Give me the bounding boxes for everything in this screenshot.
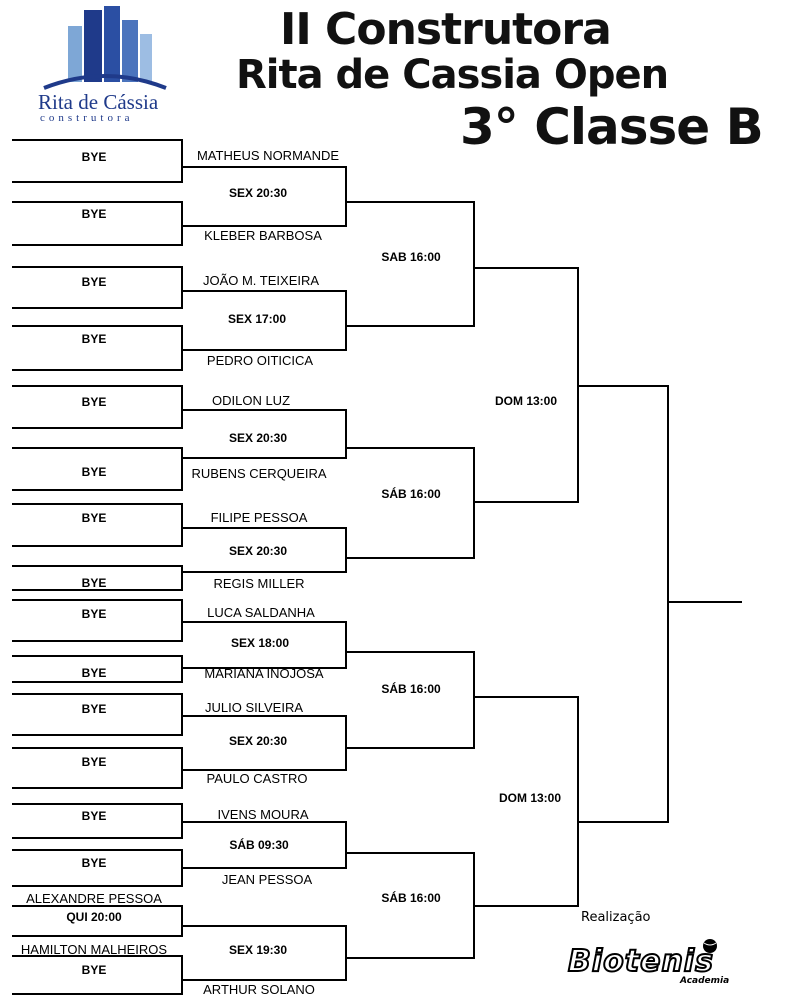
bye-label: BYE bbox=[81, 332, 107, 346]
match-time: SÁB 09:30 bbox=[229, 838, 289, 852]
title-line-3: 3° Classe B bbox=[460, 98, 764, 156]
bye-label: BYE bbox=[81, 963, 107, 977]
player-name: JOÃO M. TEIXEIRA bbox=[202, 273, 320, 288]
logo-subtitle: construtora bbox=[40, 112, 134, 124]
match-time: SEX 20:30 bbox=[228, 186, 288, 200]
title-line-2: Rita de Cassia Open bbox=[236, 52, 669, 98]
match-time: SEX 20:30 bbox=[228, 431, 288, 445]
player-name: MARIANA INOJOSA bbox=[204, 666, 324, 681]
bye-label: BYE bbox=[81, 576, 107, 590]
match-time: SÁB 16:00 bbox=[381, 487, 441, 501]
player-name: LUCA SALDANHA bbox=[207, 605, 315, 620]
match-time: SAB 16:00 bbox=[381, 250, 441, 264]
player-name: HAMILTON MALHEIROS bbox=[20, 942, 168, 957]
sponsor-label: Realização bbox=[581, 910, 651, 925]
player-name: MATHEUS NORMANDE bbox=[196, 148, 340, 163]
player-name: JEAN PESSOA bbox=[221, 872, 313, 887]
buildings-icon bbox=[43, 6, 167, 90]
bye-label: BYE bbox=[81, 666, 107, 680]
bye-label: BYE bbox=[81, 702, 107, 716]
player-name: REGIS MILLER bbox=[213, 576, 305, 591]
bye-label: BYE bbox=[81, 150, 107, 164]
player-name: PAULO CASTRO bbox=[206, 771, 308, 786]
player-name: ODILON LUZ bbox=[211, 393, 291, 408]
player-name: RUBENS CERQUEIRA bbox=[191, 466, 327, 481]
sponsor-subtitle: Academia bbox=[680, 976, 730, 986]
sponsor-name: Biotenis bbox=[567, 943, 714, 980]
match-time: SEX 20:30 bbox=[228, 734, 288, 748]
match-time: SÁB 16:00 bbox=[381, 682, 441, 696]
match-time: SÁB 16:00 bbox=[381, 891, 441, 905]
bye-label: BYE bbox=[81, 755, 107, 769]
bye-label: BYE bbox=[81, 856, 107, 870]
bye-label: BYE bbox=[81, 607, 107, 621]
bye-label: BYE bbox=[81, 809, 107, 823]
bye-label: BYE bbox=[81, 511, 107, 525]
title-line-1: II Construtora bbox=[280, 4, 612, 55]
bye-label: BYE bbox=[81, 207, 107, 221]
match-time: SEX 20:30 bbox=[228, 544, 288, 558]
match-time: QUI 20:00 bbox=[66, 910, 122, 924]
match-time: SEX 19:30 bbox=[228, 943, 288, 957]
player-name: ARTHUR SOLANO bbox=[203, 982, 315, 997]
bye-label: BYE bbox=[81, 275, 107, 289]
player-name: IVENS MOURA bbox=[217, 807, 309, 822]
player-name: FILIPE PESSOA bbox=[210, 510, 308, 525]
match-time: SEX 18:00 bbox=[230, 636, 290, 650]
tennis-ball-icon bbox=[703, 939, 717, 953]
match-time: DOM 13:00 bbox=[498, 791, 562, 805]
player-name: PEDRO OITICICA bbox=[206, 353, 314, 368]
bye-label: BYE bbox=[81, 465, 107, 479]
sponsor-logo: Biotenis Academia bbox=[567, 938, 738, 986]
match-time: DOM 13:00 bbox=[494, 394, 558, 408]
player-name: KLEBER BARBOSA bbox=[204, 228, 322, 243]
logo-name: Rita de Cássia bbox=[38, 90, 159, 114]
bye-label: BYE bbox=[81, 395, 107, 409]
match-time: SEX 17:00 bbox=[227, 312, 287, 326]
player-name: ALEXANDRE PESSOA bbox=[26, 891, 162, 906]
player-name: JULIO SILVEIRA bbox=[204, 700, 304, 715]
